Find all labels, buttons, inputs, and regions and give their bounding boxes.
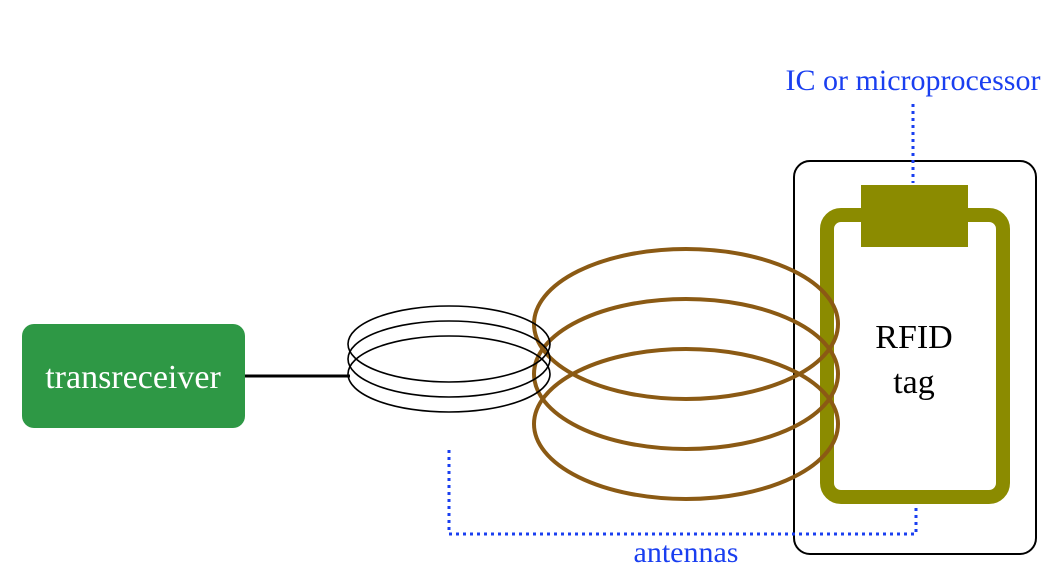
ic-chip <box>861 185 968 247</box>
tag-label-line1: RFID <box>875 319 952 356</box>
reader-coil-loop-bottom <box>347 335 551 413</box>
tag-label-line2: tag <box>893 364 935 401</box>
field-loop-top <box>532 247 840 401</box>
tag-antenna-coil <box>820 208 1010 504</box>
transceiver-label: transreceiver <box>45 359 221 396</box>
field-loops <box>532 247 840 501</box>
ic-label: IC or microprocessor <box>786 64 1041 97</box>
reader-coil-loop-top <box>347 305 551 383</box>
field-loop-middle <box>532 297 840 451</box>
rfid-tag-card <box>793 160 1037 555</box>
antennas-label: antennas <box>634 536 739 568</box>
transceiver-box <box>22 324 245 428</box>
antennas-annotation-line <box>447 450 918 536</box>
reader-antenna-coil <box>347 305 551 413</box>
reader-coil-loop-middle <box>347 320 551 398</box>
field-loop-bottom <box>532 347 840 501</box>
